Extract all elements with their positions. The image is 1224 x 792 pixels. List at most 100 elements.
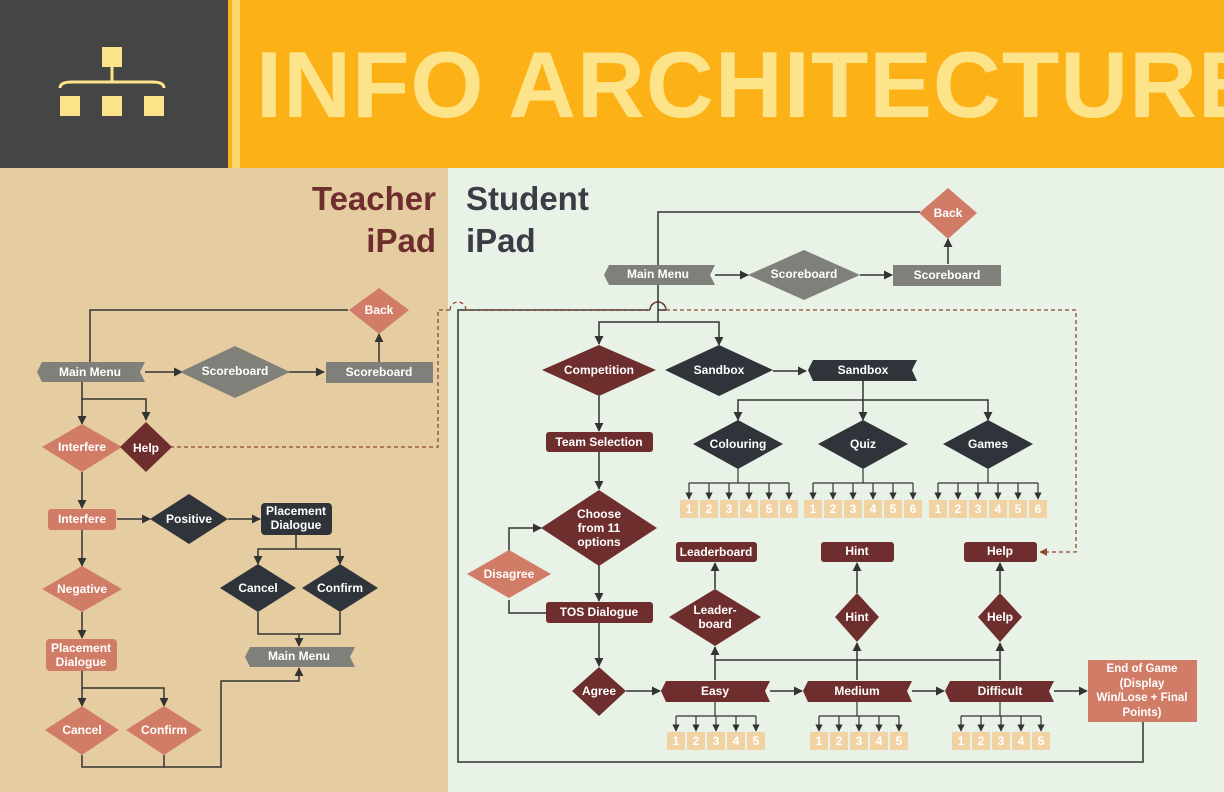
teacher-scoreboard[interactable]: Scoreboard [326,362,433,383]
teacher-interfere[interactable]: Interfere [48,509,116,530]
student-colouring[interactable]: Colouring [693,420,783,469]
student-main-menu[interactable]: Main Menu [604,265,715,285]
option-tile[interactable]: 6 [904,500,922,518]
option-tile-label: 6 [1035,502,1042,516]
svg-text:Confirm: Confirm [317,581,363,595]
svg-text:Help: Help [133,441,159,455]
teacher-confirm-right[interactable]: Confirm [302,564,378,612]
option-tile[interactable]: 5 [890,732,908,750]
student-team-selection[interactable]: Team Selection [546,432,653,452]
option-tile[interactable]: 3 [992,732,1010,750]
option-tile[interactable]: 3 [707,732,725,750]
svg-text:Positive: Positive [166,512,212,526]
option-tile-label: 3 [998,734,1005,748]
teacher-ipad-title: Teacher iPad [311,180,436,259]
option-tile[interactable]: 3 [720,500,738,518]
svg-text:Sandbox: Sandbox [838,363,889,377]
teacher-interfere-decision[interactable]: Interfere [42,424,122,472]
teacher-help[interactable]: Help [120,422,172,472]
option-tile[interactable]: 4 [1012,732,1030,750]
option-tile[interactable]: 3 [969,500,987,518]
teacher-main-menu[interactable]: Main Menu [37,362,145,382]
option-tile[interactable]: 5 [1009,500,1027,518]
option-tile[interactable]: 4 [740,500,758,518]
svg-text:Scoreboard: Scoreboard [914,268,981,282]
option-tile[interactable]: 2 [949,500,967,518]
option-tile-label: 4 [870,502,877,516]
teacher-positive[interactable]: Positive [150,494,228,544]
svg-text:Back: Back [365,303,394,317]
option-tile[interactable]: 6 [780,500,798,518]
option-tile[interactable]: 4 [864,500,882,518]
svg-text:from 11: from 11 [578,521,621,535]
option-tile[interactable]: 4 [989,500,1007,518]
option-tile[interactable]: 5 [1032,732,1050,750]
student-sandbox[interactable]: Sandbox [808,360,917,381]
student-games[interactable]: Games [943,420,1033,469]
student-quiz[interactable]: Quiz [818,420,908,469]
option-tile[interactable]: 3 [850,732,868,750]
option-tile[interactable]: 2 [687,732,705,750]
teacher-placement-dialogue-left[interactable]: Placement Dialogue [46,639,117,671]
student-difficult[interactable]: Difficult [945,681,1054,702]
svg-text:Cancel: Cancel [62,723,101,737]
student-choose-options[interactable]: Choose from 11 options [541,490,657,566]
teacher-cancel-left[interactable]: Cancel [45,706,119,755]
teacher-negative[interactable]: Negative [42,566,122,612]
student-hint-decision[interactable]: Hint [835,593,879,642]
student-back[interactable]: Back [919,188,977,239]
student-disagree[interactable]: Disagree [467,550,551,598]
option-tile[interactable]: 2 [700,500,718,518]
student-competition[interactable]: Competition [542,345,656,396]
svg-text:(Display: (Display [1120,678,1165,690]
option-tile[interactable]: 4 [870,732,888,750]
option-tile-label: 1 [935,502,942,516]
teacher-back[interactable]: Back [349,288,409,334]
svg-text:Team Selection: Team Selection [555,435,642,449]
student-scoreboard-decision[interactable]: Scoreboard [748,250,860,300]
student-medium[interactable]: Medium [803,681,912,702]
teacher-cancel-right[interactable]: Cancel [220,564,296,612]
option-tile[interactable]: 1 [810,732,828,750]
student-help-decision[interactable]: Help [978,593,1022,642]
option-fan-lines [672,469,1045,732]
svg-text:Scoreboard: Scoreboard [346,365,413,379]
student-sandbox-decision[interactable]: Sandbox [665,345,773,396]
student-tos-dialogue[interactable]: TOS Dialogue [546,602,653,623]
teacher-placement-dialogue-top[interactable]: Placement Dialogue [261,503,332,535]
svg-text:TOS Dialogue: TOS Dialogue [560,605,639,619]
student-hint[interactable]: Hint [821,542,894,562]
student-scoreboard[interactable]: Scoreboard [893,265,1001,286]
teacher-confirm-left[interactable]: Confirm [126,706,202,755]
option-tile[interactable]: 5 [884,500,902,518]
teacher-scoreboard-decision[interactable]: Scoreboard [180,346,290,398]
option-tile[interactable]: 1 [929,500,947,518]
option-tile[interactable]: 3 [844,500,862,518]
option-tile[interactable]: 2 [830,732,848,750]
option-tile[interactable]: 2 [972,732,990,750]
student-leaderboard[interactable]: Leaderboard [676,542,757,562]
option-tile[interactable]: 6 [1029,500,1047,518]
option-tile[interactable]: 1 [667,732,685,750]
option-tile[interactable]: 5 [760,500,778,518]
option-tile-label: 4 [995,502,1002,516]
option-tile-label: 2 [830,502,837,516]
option-tile[interactable]: 1 [804,500,822,518]
option-tile[interactable]: 4 [727,732,745,750]
student-easy[interactable]: Easy [661,681,770,702]
student-leaderboard-decision[interactable]: Leader- board [669,589,761,646]
option-tile[interactable]: 5 [747,732,765,750]
svg-text:Sandbox: Sandbox [694,363,745,377]
option-tile[interactable]: 1 [680,500,698,518]
student-help[interactable]: Help [964,542,1037,562]
option-tile[interactable]: 1 [952,732,970,750]
option-tile[interactable]: 2 [824,500,842,518]
option-tile-label: 1 [958,734,965,748]
student-agree[interactable]: Agree [572,667,626,716]
option-tile-label: 1 [686,502,693,516]
student-end-of-game[interactable]: End of Game (Display Win/Lose + Final Po… [1088,660,1197,722]
option-tile-label: 3 [713,734,720,748]
option-tile-label: 6 [910,502,917,516]
teacher-main-menu-bottom[interactable]: Main Menu [245,647,355,667]
